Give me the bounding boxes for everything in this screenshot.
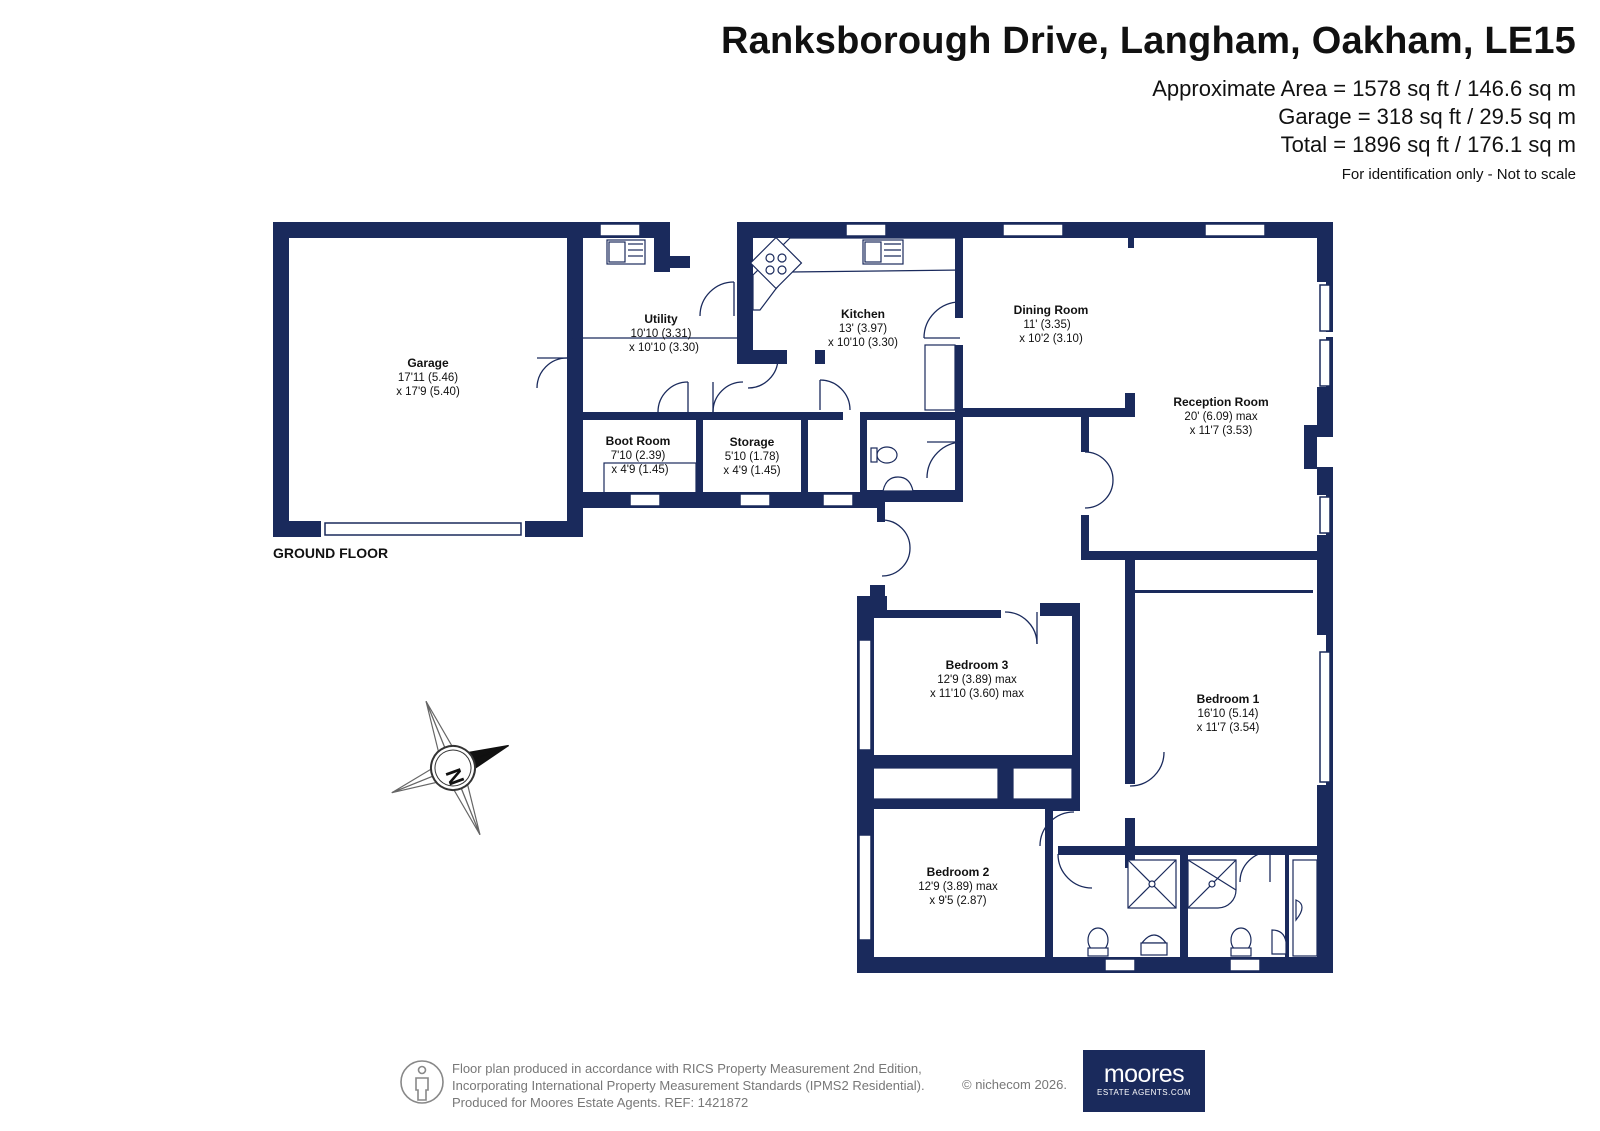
utility-dim2: x 10'10 (3.30) [629, 342, 699, 354]
dining-name: Dining Room [1014, 303, 1089, 317]
logo-name: moores [1103, 1060, 1185, 1088]
garage-dim1: 17'11 (5.46) [398, 372, 458, 384]
storage-dim2: x 4'9 (1.45) [723, 465, 780, 477]
reception-name: Reception Room [1173, 395, 1268, 409]
dining-dim1: 11' (3.35) [1023, 319, 1071, 331]
storage-name: Storage [730, 435, 775, 449]
bootroom-name: Boot Room [606, 434, 671, 448]
approximate-area: Approximate Area = 1578 sq ft / 146.6 sq… [1152, 76, 1576, 101]
footer-text: Floor plan produced in accordance with R… [452, 1060, 925, 1111]
person-icon [400, 1060, 444, 1104]
bedroom3-name: Bedroom 3 [946, 658, 1009, 672]
garage-name: Garage [407, 356, 449, 370]
bedroom1-dim2: x 11'7 (3.54) [1197, 722, 1260, 734]
kitchen-name: Kitchen [841, 307, 885, 321]
bootroom-dim2: x 4'9 (1.45) [611, 464, 668, 476]
bedroom2-dim2: x 9'5 (2.87) [929, 895, 986, 907]
doors [536, 281, 1271, 889]
garage-dim2: x 17'9 (5.40) [396, 386, 460, 398]
floor-label: GROUND FLOOR [273, 545, 388, 561]
kitchen-dim2: x 10'10 (3.30) [828, 337, 898, 349]
total-area: Total = 1896 sq ft / 176.1 sq m [1280, 132, 1576, 157]
bedroom1-name: Bedroom 1 [1197, 692, 1260, 706]
compass-rose-icon [391, 700, 509, 836]
kitchen-dim1: 13' (3.97) [839, 323, 887, 335]
bedroom2-name: Bedroom 2 [927, 865, 990, 879]
bedroom2-dim1: 12'9 (3.89) max [918, 881, 998, 893]
fixtures [572, 236, 1318, 957]
bedroom3-dim1: 12'9 (3.89) max [937, 674, 1017, 686]
footer-line-3: Produced for Moores Estate Agents. REF: … [452, 1095, 749, 1110]
garage-area: Garage = 318 sq ft / 29.5 sq m [1278, 104, 1576, 129]
reception-dim1: 20' (6.09) max [1184, 411, 1257, 423]
footer-line-2: Incorporating International Property Mea… [452, 1078, 925, 1093]
bedroom1-dim1: 16'10 (5.14) [1197, 708, 1258, 720]
moores-logo: moores ESTATE AGENTS.COM [1083, 1050, 1205, 1112]
utility-dim1: 10'10 (3.31) [630, 328, 691, 340]
room-labels: Garage 17'11 (5.46) x 17'9 (5.40) Utilit… [396, 303, 1268, 907]
logo-tagline: ESTATE AGENTS.COM [1097, 1088, 1191, 1097]
storage-dim1: 5'10 (1.78) [725, 451, 780, 463]
plan-title: Ranksborough Drive, Langham, Oakham, LE1… [721, 20, 1576, 62]
windows [324, 223, 1331, 972]
bootroom-dim1: 7'10 (2.39) [611, 450, 666, 462]
bedroom3-dim2: x 11'10 (3.60) max [930, 688, 1024, 700]
disclaimer-note: For identification only - Not to scale [1341, 166, 1576, 183]
footer-line-1: Floor plan produced in accordance with R… [452, 1061, 922, 1076]
utility-name: Utility [644, 312, 678, 326]
reception-dim2: x 11'7 (3.53) [1190, 425, 1253, 437]
copyright: © nichecom 2026. [962, 1077, 1067, 1092]
dining-dim2: x 10'2 (3.10) [1019, 333, 1083, 345]
